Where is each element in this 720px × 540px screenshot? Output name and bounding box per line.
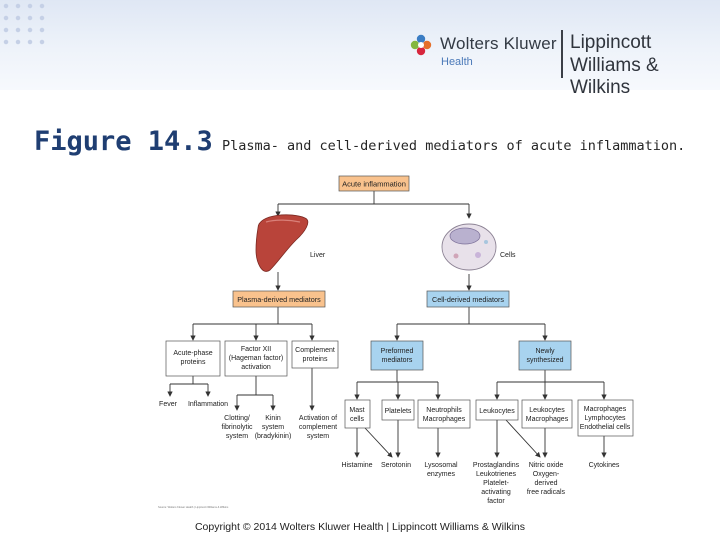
prostaglandins-line-1: Prostaglandins [473, 462, 520, 469]
acute-inflammation-label: Acute inflammation [342, 180, 406, 189]
wolters-kluwer-logo-icon [410, 34, 432, 56]
source-fine-print: Source: Wolters Kluwer Health | Lippinco… [158, 505, 229, 509]
prostaglandins-line-2: Leukotrienes [476, 471, 517, 478]
mast-cells-line-2: cells [350, 416, 365, 423]
activation-line-3: system [307, 433, 329, 440]
figure-number: Figure 14.3 [34, 126, 213, 157]
newly-line-2: synthesized [527, 357, 564, 364]
nitric-oxide-line-1: Nitric oxide [529, 462, 564, 469]
cell-icon [441, 223, 497, 271]
dot-pattern [0, 0, 48, 48]
neutrophils-box [417, 399, 471, 429]
logo-divider [561, 30, 563, 78]
newly-synthesized-box [518, 340, 572, 371]
cells-label: Cells [500, 252, 516, 259]
liver-label: Liver [310, 252, 326, 259]
macro-lympho-line-2: Lymphocytes [585, 415, 626, 422]
clotting-line-3: system [226, 433, 248, 440]
leuk-macro-box [521, 399, 573, 429]
nitric-oxide-line-3: derived [535, 480, 558, 487]
kinin-line-2: system [262, 424, 284, 431]
nitric-oxide-line-2: Oxygen- [533, 471, 560, 478]
acute-inflammation-box [338, 175, 410, 192]
platelets-box [381, 399, 415, 421]
copyright-footer: Copyright © 2014 Wolters Kluwer Health |… [194, 521, 526, 533]
acute-phase-line-2: proteins [181, 359, 206, 366]
preformed-box [370, 340, 424, 371]
liver-icon [255, 214, 309, 272]
kinin-line-3: (bradykinin) [255, 433, 292, 440]
complement-line-1: Complement [295, 347, 335, 354]
complement-box [291, 340, 339, 369]
histamine-label: Histamine [341, 462, 372, 469]
lysosomal-line-2: enzymes [427, 471, 456, 478]
mast-cells-line-1: Mast [349, 407, 364, 414]
complement-line-2: proteins [303, 356, 328, 363]
clotting-line-2: fibrinolytic [221, 424, 253, 431]
connector-lines [167, 191, 607, 458]
lysosomal-line-1: Lysosomal [424, 462, 458, 469]
activation-line-2: complement [299, 424, 337, 431]
imprint-line-1: Lippincott [570, 32, 652, 53]
prostaglandins-line-5: factor [487, 498, 505, 505]
plasma-derived-box [232, 290, 326, 308]
mast-cells-box [344, 399, 371, 429]
leukocytes-label: Leukocytes [479, 408, 515, 415]
nitric-oxide-line-4: free radicals [527, 489, 566, 496]
publisher-name: Wolters Kluwer [440, 34, 557, 53]
header-banner: Wolters Kluwer Health Lippincott William… [0, 0, 720, 98]
cell-derived-box [426, 290, 510, 308]
factor-xii-box [224, 340, 288, 377]
factor-xii-line-2: (Hageman factor) [229, 355, 283, 362]
platelets-label: Platelets [385, 408, 412, 415]
imprint-line-2: Williams & Wilkins [570, 55, 659, 98]
neutrophils-line-1: Neutrophils [426, 407, 462, 414]
leukocytes-box [475, 399, 519, 421]
macro-lympho-line-3: Endothelial cells [580, 424, 631, 431]
acute-phase-box [165, 340, 221, 377]
acute-phase-line-1: Acute-phase [173, 350, 212, 357]
fever-label: Fever [159, 401, 178, 408]
macro-lympho-box [577, 399, 634, 437]
inflammation-label: Inflammation [188, 401, 228, 408]
kinin-line-1: Kinin [265, 415, 281, 422]
clotting-line-1: Clotting/ [224, 415, 250, 422]
cytokines-label: Cytokines [589, 462, 620, 469]
activation-line-1: Activation of [299, 415, 337, 422]
factor-xii-line-3: activation [241, 364, 271, 371]
preformed-line-2: mediators [382, 357, 413, 364]
leuk-macro-line-1: Leukocytes [529, 407, 565, 414]
publisher-division: Health [441, 56, 473, 68]
cell-derived-label: Cell-derived mediators [432, 295, 504, 304]
prostaglandins-line-3: Platelet- [483, 480, 509, 487]
newly-line-1: Newly [535, 348, 555, 355]
factor-xii-line-1: Factor XII [241, 346, 271, 353]
plasma-derived-label: Plasma-derived mediators [237, 295, 321, 304]
figure-caption: Plasma- and cell-derived mediators of ac… [222, 138, 686, 154]
leuk-macro-line-2: Macrophages [526, 416, 569, 423]
preformed-line-1: Preformed [381, 348, 414, 355]
serotonin-label: Serotonin [381, 462, 411, 469]
neutrophils-line-2: Macrophages [423, 416, 466, 423]
prostaglandins-line-4: activating [481, 489, 511, 496]
macro-lympho-line-1: Macrophages [584, 406, 627, 413]
